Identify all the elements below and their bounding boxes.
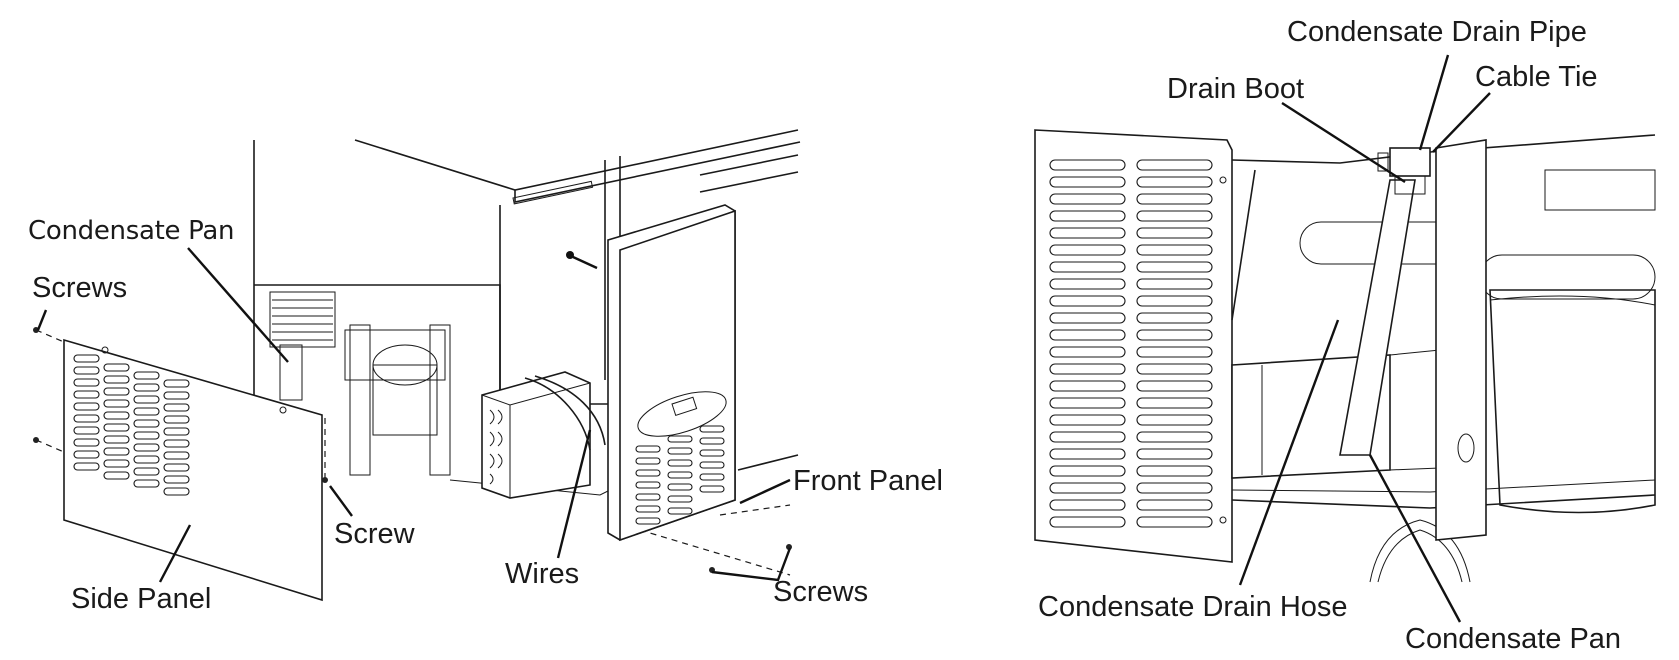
- leader-screws-bottom: [711, 547, 792, 582]
- label-condensate-pan-right: Condensate Pan: [1405, 623, 1622, 655]
- label-screws-bottom: Screws: [773, 576, 869, 608]
- label-front-panel: Front Panel: [793, 465, 943, 497]
- side-panel-shape: [63, 338, 323, 602]
- label-screw: Screw: [334, 518, 415, 550]
- front-panel-vents: [635, 425, 725, 525]
- leader-condensate-pan-right: [1368, 454, 1462, 623]
- screw-hole: [566, 251, 574, 259]
- leader-side-panel: [158, 524, 192, 583]
- screw-icon: [322, 477, 328, 483]
- compressor-compartment: [344, 324, 611, 499]
- leader-condensate-pan-left: [187, 247, 289, 363]
- label-drain-boot: Drain Boot: [1167, 73, 1305, 105]
- unit-internals: [1231, 134, 1656, 583]
- leader-condensate-drain-pipe: [1418, 54, 1450, 151]
- label-cable-tie: Cable Tie: [1475, 61, 1598, 93]
- leader-condensate-drain-hose: [1238, 319, 1340, 586]
- drain-boot-shape: [1389, 147, 1431, 177]
- right-side-panel: [1034, 129, 1233, 563]
- leader-wires: [556, 429, 592, 559]
- label-condensate-drain-hose: Condensate Drain Hose: [1038, 591, 1348, 623]
- condensate-pan-shape: [279, 344, 303, 401]
- leader-cable-tie: [1432, 92, 1491, 153]
- label-wires: Wires: [505, 558, 580, 590]
- screw-icon: [33, 437, 39, 443]
- label-side-panel: Side Panel: [71, 583, 212, 615]
- control-badge: [637, 391, 727, 437]
- rear-grille: [269, 291, 336, 401]
- front-panel-shape: [607, 204, 736, 542]
- leader-drain-boot: [1281, 101, 1406, 184]
- leader-screw: [329, 485, 353, 517]
- label-screws-top: Screws: [32, 272, 128, 304]
- drain-hose-shape: [1339, 179, 1416, 456]
- side-panel-vents: [73, 354, 190, 496]
- label-condensate-pan-left: Condensate Pan: [28, 216, 235, 246]
- right-panel-vents: [1049, 159, 1213, 528]
- label-condensate-drain-pipe: Condensate Drain Pipe: [1287, 16, 1587, 48]
- leader-front-panel: [739, 478, 791, 505]
- leader-screws-top: [36, 309, 48, 331]
